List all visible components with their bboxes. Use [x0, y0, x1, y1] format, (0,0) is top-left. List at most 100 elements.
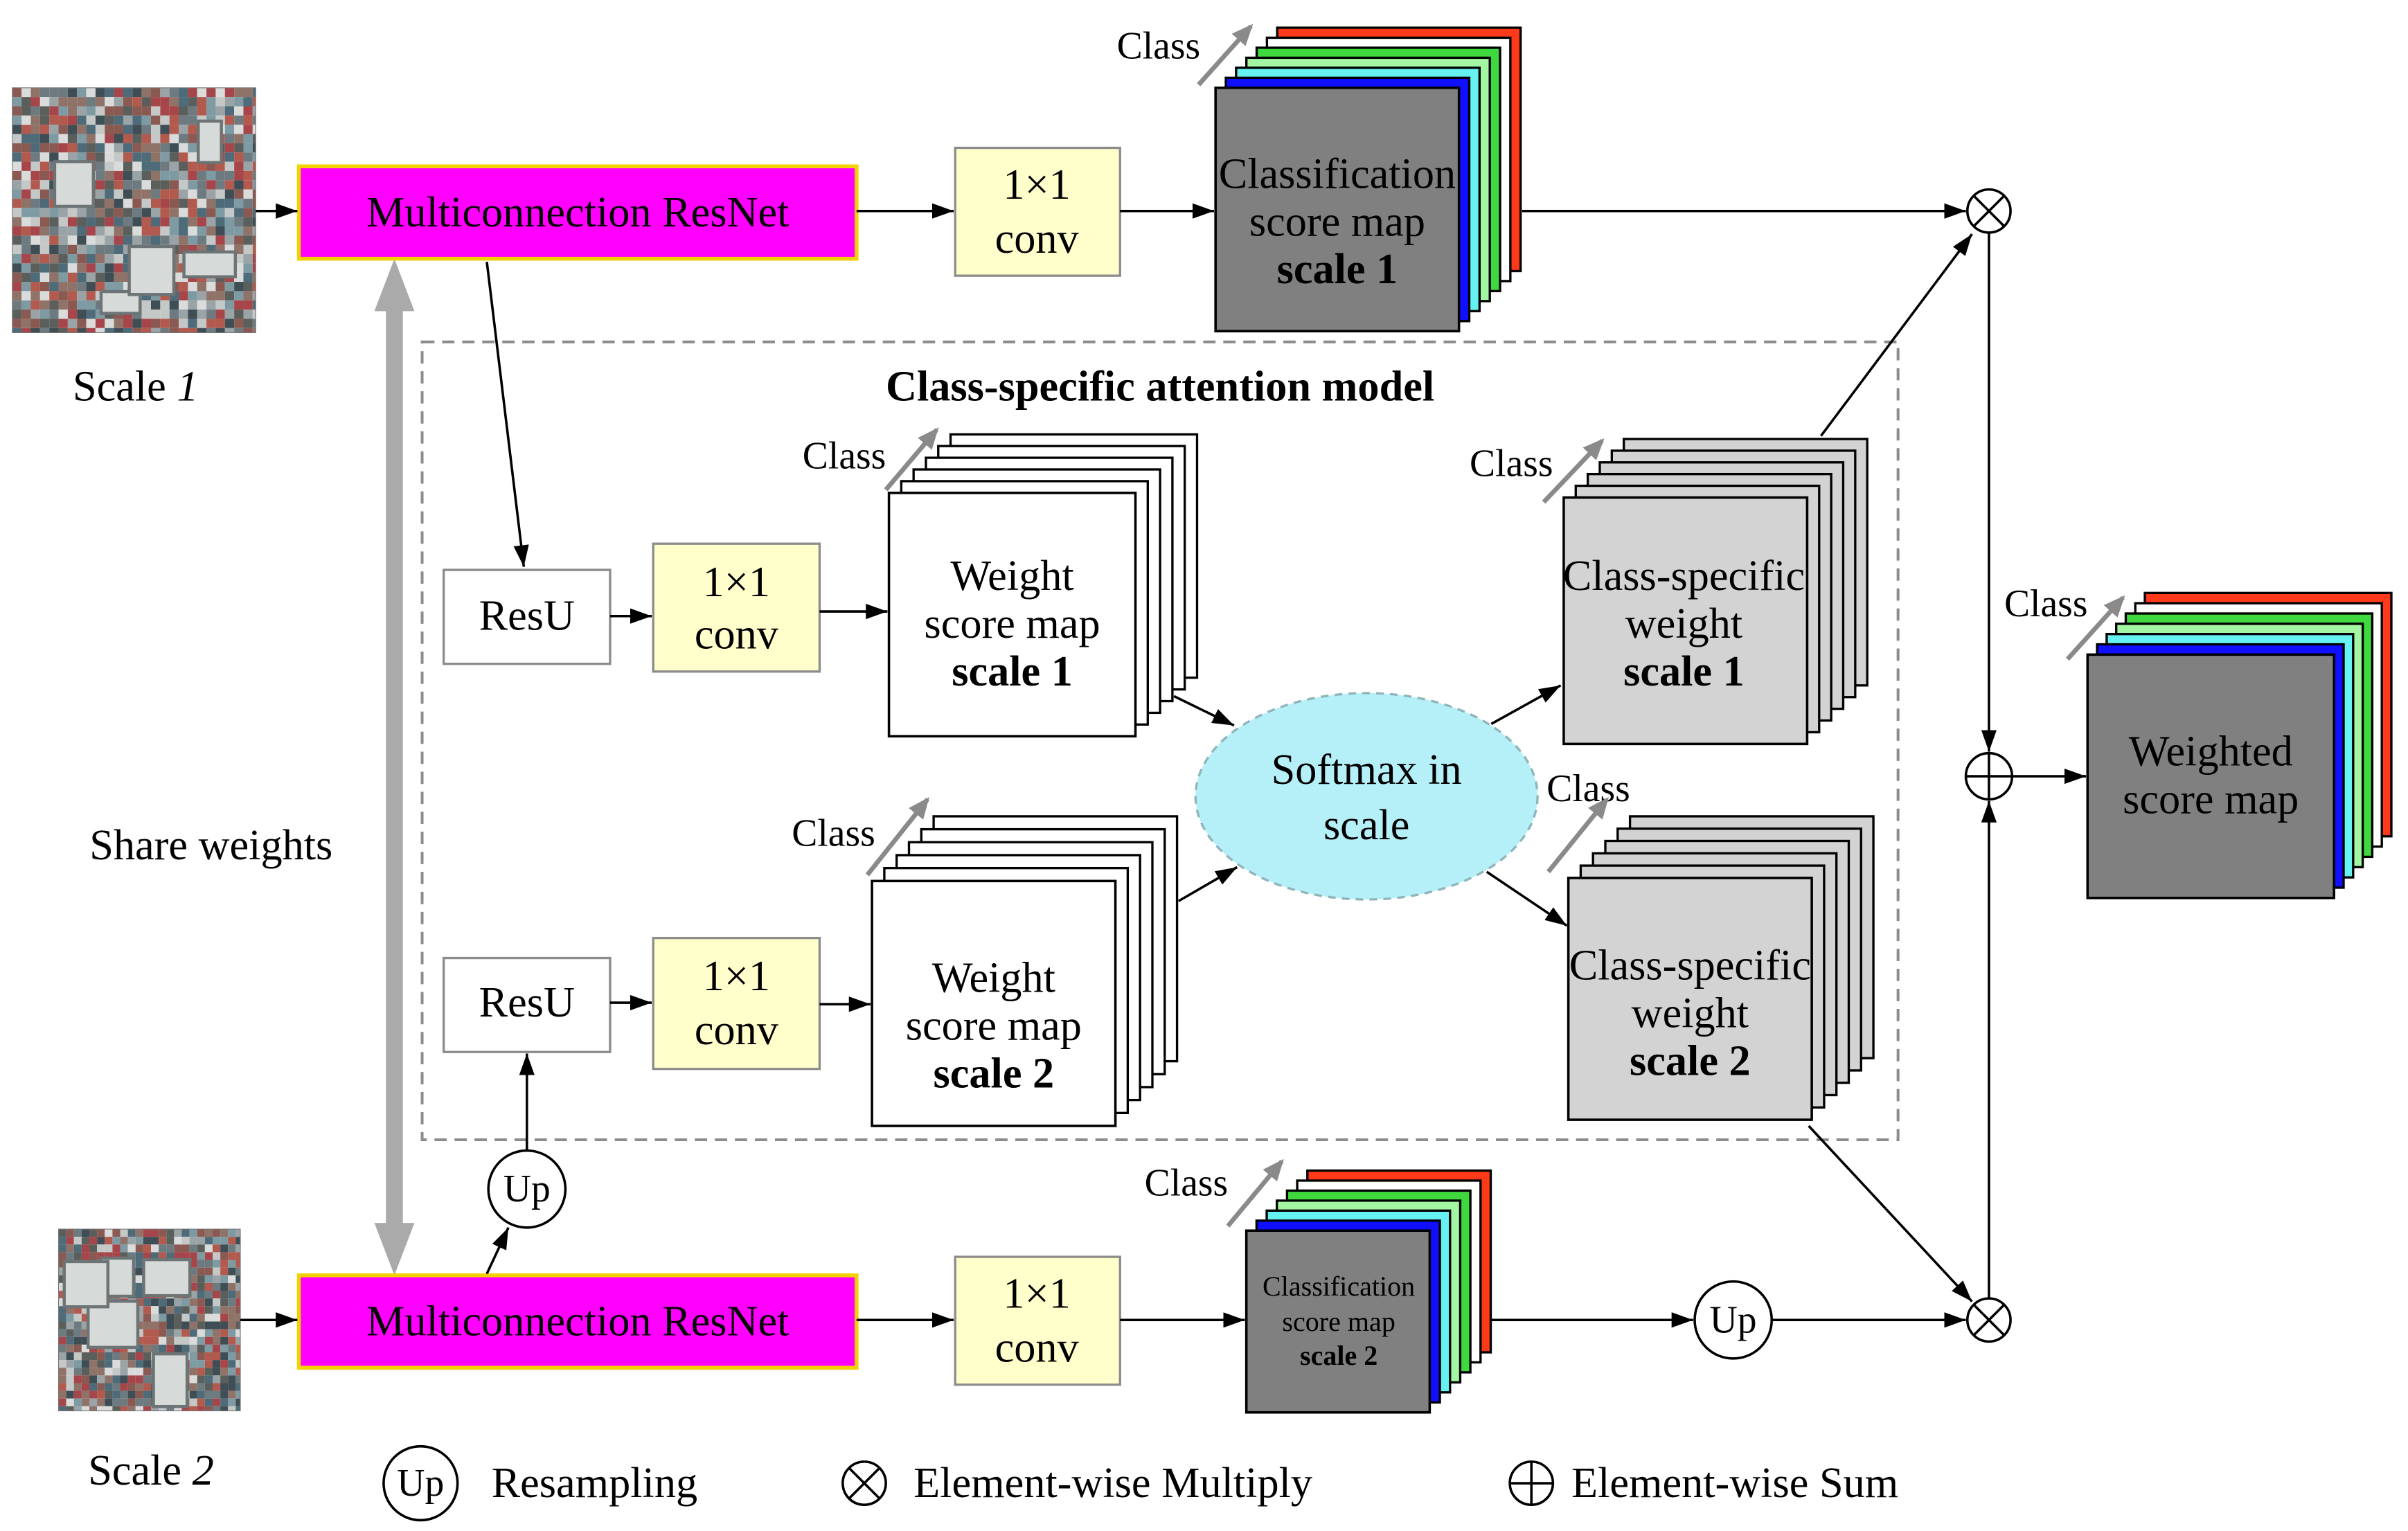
image-texture-cell [132, 226, 142, 236]
legend-sum-label: Element-wise Sum [1571, 1460, 1898, 1507]
image-texture-cell [127, 1368, 136, 1376]
image-texture-cell [224, 226, 235, 236]
image-texture-cell [105, 328, 114, 333]
arrow-class-weight-1-to-multiply [1820, 233, 1973, 437]
resu-1-label: ResU [479, 593, 575, 640]
resnet-top-label: Multiconnection ResNet [366, 189, 789, 236]
image-texture-cell [160, 235, 170, 245]
image-texture-cell [77, 291, 87, 301]
image-texture-cell [67, 115, 78, 125]
image-texture-cell [12, 143, 22, 153]
image-texture-cell [114, 282, 123, 292]
image-texture-cell [151, 152, 161, 162]
image-texture-cell [49, 263, 59, 273]
image-texture-cell [30, 272, 40, 283]
image-texture-cell [49, 143, 59, 153]
image-texture-cell [30, 254, 40, 264]
image-texture-cell [188, 106, 197, 116]
image-texture-cell [220, 1298, 229, 1307]
image-texture-cell [39, 217, 50, 226]
upsample-output-label: Up [1710, 1298, 1757, 1341]
image-texture-cell [188, 143, 197, 153]
image-texture-cell [234, 217, 244, 226]
image-texture-cell [143, 1329, 152, 1337]
image-texture-cell [95, 134, 105, 143]
image-texture-cell [86, 106, 96, 116]
image-texture-cell [39, 310, 50, 319]
image-texture-cell [39, 97, 50, 107]
score-map-scale-1-class-arrow [1197, 24, 1254, 87]
image-texture-cell [143, 1336, 152, 1345]
image-texture-cell [95, 170, 105, 181]
image-texture-cell [252, 291, 256, 301]
image-texture-cell [224, 161, 235, 171]
image-texture-cell [224, 235, 235, 245]
image-texture-cell [21, 170, 31, 181]
image-texture-cell [114, 254, 123, 264]
image-texture-cell [151, 1244, 159, 1253]
image-texture-cell [143, 1252, 152, 1260]
image-texture-cell [95, 180, 105, 190]
image-texture-cell [86, 226, 96, 236]
conv-bottom: 1×1 conv [954, 1255, 1121, 1386]
image-texture-cell [30, 87, 40, 98]
image-texture-cell [252, 235, 256, 245]
image-texture-cell [30, 319, 40, 328]
image-texture-cell [135, 1306, 143, 1314]
image-texture-cell [86, 319, 96, 328]
image-texture-cell [123, 235, 133, 245]
image-texture-cell [141, 217, 152, 226]
image-texture-cell [151, 1252, 159, 1260]
image-texture-cell [135, 1344, 143, 1352]
resnet-bottom-label: Multiconnection ResNet [366, 1298, 789, 1345]
image-texture-cell [197, 1390, 205, 1399]
image-texture-cell [212, 1252, 221, 1260]
image-texture-cell [197, 1375, 205, 1384]
image-texture-cell [197, 226, 207, 236]
image-texture-cell [123, 125, 133, 134]
image-texture-cell [114, 272, 123, 283]
image-texture-cell [204, 1329, 213, 1337]
image-texture-cell [127, 1375, 136, 1384]
image-texture-cell [159, 1229, 167, 1237]
image-texture-cell [197, 106, 207, 116]
image-texture-cell [212, 1282, 221, 1291]
image-texture-cell [105, 106, 114, 116]
image-texture-cell [197, 1275, 205, 1283]
image-texture-cell [105, 319, 114, 328]
image-texture-cell [224, 310, 235, 319]
image-texture-cell [252, 143, 256, 153]
image-texture-cell [143, 1298, 152, 1307]
image-texture-cell [224, 143, 235, 153]
weighted-score-map: Weighted score map Class [2004, 582, 2393, 899]
image-texture-cell [220, 1275, 229, 1283]
image-texture-cell [58, 244, 68, 255]
image-texture-cell [67, 97, 78, 107]
image-texture-cell [39, 161, 50, 171]
image-texture-cell [97, 1360, 105, 1368]
circle-times-cross [1972, 195, 2006, 228]
image-texture-cell [105, 272, 114, 283]
image-texture-cell [81, 1406, 90, 1411]
image-texture-cell [228, 1282, 236, 1291]
image-texture-cell [49, 125, 59, 134]
image-texture-cell [206, 319, 216, 328]
image-building [182, 250, 238, 278]
circle-plus-cross [1510, 1461, 1553, 1505]
image-texture-cell [39, 134, 50, 143]
score-map-scale-1-line-1: Classification [1219, 150, 1456, 197]
weight-map-scale-2-class-arrow [865, 796, 929, 877]
image-texture-cell [143, 1375, 152, 1384]
image-texture-cell [189, 1260, 197, 1268]
image-texture-cell [234, 143, 244, 153]
image-texture-cell [49, 87, 59, 98]
image-texture-cell [243, 226, 253, 236]
image-texture-cell [95, 254, 105, 264]
image-texture-cell [228, 1260, 236, 1268]
image-texture-cell [86, 217, 96, 226]
image-texture-cell [141, 115, 152, 125]
image-texture-cell [12, 235, 22, 245]
image-texture-cell [39, 125, 50, 134]
image-texture-cell [58, 319, 68, 328]
image-texture-cell [127, 1352, 136, 1361]
